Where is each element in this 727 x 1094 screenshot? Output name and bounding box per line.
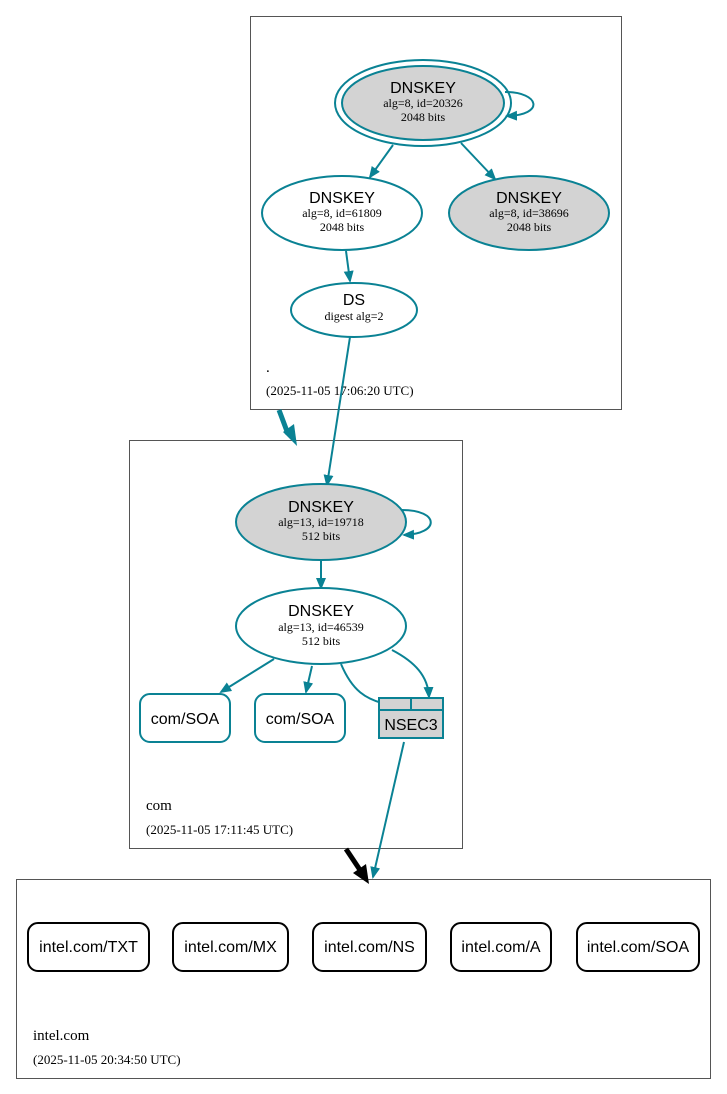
zone-intel-label: intel.com (33, 1028, 90, 1044)
nsec3-label: NSEC3 (384, 717, 437, 734)
node-nsec3: NSEC3 (378, 697, 444, 739)
root-ksk-outer-ring (334, 59, 512, 147)
com-ksk-ellipse (235, 483, 407, 561)
delegation-arrow-com-intel (343, 847, 369, 884)
node-root-zsk2: DNSKEY alg=8, id=38696 2048 bits (448, 175, 610, 251)
rrset-intel-ns: intel.com/NS (312, 922, 427, 972)
edge-com-zsk-nsec3-b (391, 649, 434, 699)
node-root-zsk1: DNSKEY alg=8, id=61809 2048 bits (261, 175, 423, 251)
root-ds-line1: digest alg=2 (324, 309, 383, 323)
com-zsk-title: DNSKEY (288, 603, 354, 620)
com-soa-1-box (139, 693, 231, 743)
delegation-arrow-root-com (276, 409, 297, 446)
root-zsk1-title: DNSKEY (309, 190, 375, 207)
edge-root-zsk1-ds (343, 250, 354, 283)
root-zsk2-title: DNSKEY (496, 190, 562, 207)
delegation-arrows (276, 409, 369, 884)
zone-root-timestamp: (2025-11-05 17:06:20 UTC) (266, 383, 414, 398)
root-zsk2-line1: alg=8, id=38696 (489, 206, 569, 220)
com-zsk-line2: 512 bits (302, 634, 341, 648)
root-zsk1-line1: alg=8, id=61809 (302, 206, 382, 220)
rrset-com-soa-2: com/SOA (254, 693, 346, 743)
rrset-intel-txt: intel.com/TXT (27, 922, 150, 972)
com-soa-1-label: com/SOA (151, 711, 220, 728)
intel-mx-box (172, 922, 289, 972)
node-root-ds: DS digest alg=2 (290, 282, 418, 338)
intel-soa-label: intel.com/SOA (587, 939, 690, 956)
com-ksk-title: DNSKEY (288, 499, 354, 516)
intel-ns-box (312, 922, 427, 972)
com-zsk-ellipse (235, 587, 407, 665)
edge-root-ksk-zsk2 (460, 142, 497, 181)
zone-intel: intel.com (2025-11-05 20:34:50 UTC) (16, 879, 711, 1079)
intel-soa-box (576, 922, 700, 972)
intel-a-label: intel.com/A (461, 939, 540, 956)
edges (219, 91, 535, 879)
rrset-intel-soa: intel.com/SOA (576, 922, 700, 972)
edge-root-ksk-zsk1 (368, 144, 394, 179)
intel-txt-label: intel.com/TXT (39, 939, 138, 956)
edge-com-zsk-soa2 (303, 665, 314, 694)
root-ds-title: DS (343, 292, 365, 309)
node-com-ksk: DNSKEY alg=13, id=19718 512 bits (235, 483, 407, 561)
root-ksk-line2: 2048 bits (401, 110, 446, 124)
rrset-intel-a: intel.com/A (450, 922, 552, 972)
com-ksk-line2: 512 bits (302, 529, 341, 543)
rrset-intel-mx: intel.com/MX (172, 922, 289, 972)
root-ksk-ellipse (341, 65, 505, 141)
node-root-ksk: DNSKEY alg=8, id=20326 2048 bits (334, 59, 512, 147)
rrset-com-soa-1: com/SOA (139, 693, 231, 743)
com-soa-2-label: com/SOA (266, 711, 335, 728)
edge-nsec3-intel (370, 741, 405, 879)
root-zsk2-line2: 2048 bits (507, 220, 552, 234)
edge-ds-com-ksk (323, 336, 351, 487)
root-zsk1-ellipse (261, 175, 423, 251)
zone-intel-box (16, 879, 711, 1079)
edge-com-zsk-soa1 (219, 658, 275, 694)
com-zsk-line1: alg=13, id=46539 (278, 620, 364, 634)
zone-root-label: . (266, 360, 270, 376)
com-soa-2-box (254, 693, 346, 743)
root-zsk1-line2: 2048 bits (320, 220, 365, 234)
com-ksk-line1: alg=13, id=19718 (278, 515, 364, 529)
intel-txt-box (27, 922, 150, 972)
intel-mx-label: intel.com/MX (184, 939, 277, 956)
root-ds-ellipse (290, 282, 418, 338)
edge-com-ksk-self (401, 509, 432, 540)
root-ksk-title: DNSKEY (390, 80, 456, 97)
root-zsk2-ellipse (448, 175, 610, 251)
node-com-zsk: DNSKEY alg=13, id=46539 512 bits (235, 587, 407, 665)
intel-ns-label: intel.com/NS (324, 939, 415, 956)
zone-com-timestamp: (2025-11-05 17:11:45 UTC) (146, 822, 293, 837)
zone-com-label: com (146, 798, 172, 814)
edge-root-ksk-self (504, 91, 535, 121)
intel-a-box (450, 922, 552, 972)
zone-intel-timestamp: (2025-11-05 20:34:50 UTC) (33, 1052, 181, 1067)
root-ksk-line1: alg=8, id=20326 (383, 96, 463, 110)
